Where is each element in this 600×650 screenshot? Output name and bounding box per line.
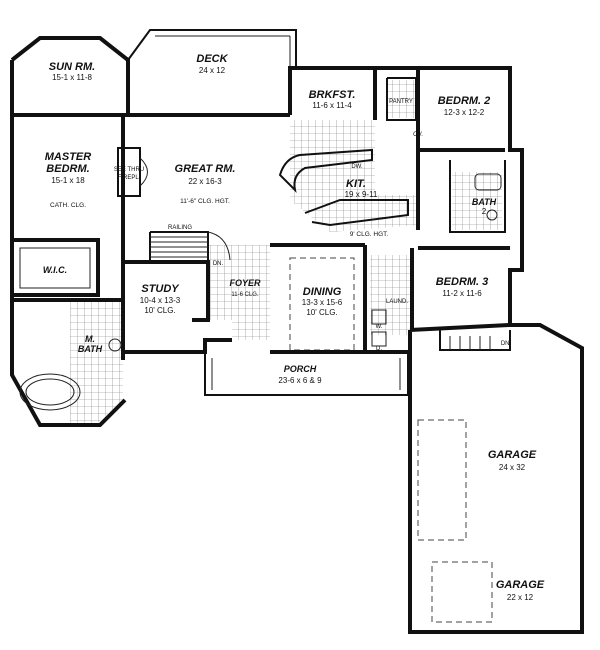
bath2-num: 2 (482, 207, 487, 216)
brkfst-dims: 11-6 x 11-4 (312, 101, 352, 110)
kitchen-island (278, 148, 373, 194)
bedrm2-dims: 12-3 x 12-2 (444, 108, 485, 117)
foyer-tile (208, 245, 270, 340)
brkfst-name: BRKFST. (309, 89, 356, 101)
garage-wall (408, 323, 584, 634)
sun-room-wall (10, 36, 130, 115)
garage-door-2 (431, 561, 493, 623)
walls (10, 29, 584, 634)
pantry-label: PANTRY (389, 99, 413, 105)
master-dims: 15-1 x 18 (51, 176, 85, 185)
kitchen-tile (290, 120, 418, 232)
fireplace-line2: FIREPL. (118, 175, 141, 181)
bedrm2-name: BEDRM. 2 (438, 95, 491, 107)
pantry-tile (387, 80, 415, 118)
garage1-name: GARAGE (488, 449, 537, 461)
fireplace (117, 147, 141, 197)
tiled-floors (70, 80, 502, 425)
great-room-dims: 22 x 16-3 (188, 177, 222, 186)
porch-name: PORCH (284, 364, 317, 374)
deck-outline (127, 29, 297, 68)
wic-name: W.I.C. (43, 265, 67, 275)
foyer-dn: DN. (213, 261, 224, 267)
kitchen-note: 9' CLG. HGT. (350, 231, 389, 238)
room-labels: SUN RM. 15-1 x 11-8 DECK 24 x 12 BRKFST.… (43, 53, 545, 602)
garage-door-1 (417, 419, 467, 541)
deck-name: DECK (196, 53, 228, 65)
master-name-2: BEDRM. (46, 163, 89, 175)
bedrm3-name: BEDRM. 3 (436, 276, 489, 288)
master-bath-tile (70, 300, 123, 425)
study-dims: 10-4 x 13-3 (140, 296, 181, 305)
ov-label: OV. (413, 132, 423, 138)
master-name-1: MASTER (45, 151, 92, 163)
garage2-name: GARAGE (496, 579, 545, 591)
m-bath-name-2: BATH (78, 344, 103, 354)
master-note: CATH. CLG. (50, 202, 86, 209)
porch-dims: 23-6 x 6 & 9 (278, 376, 322, 385)
foyer-name: FOYER (229, 278, 261, 288)
laund-name: LAUND. (386, 299, 408, 305)
deck-dims: 24 x 12 (199, 66, 226, 75)
bath2-name: BATH (472, 197, 497, 207)
sun-room-name: SUN RM. (49, 61, 95, 73)
m-bath-name-1: M. (85, 334, 95, 344)
study-note: 10' CLG. (144, 306, 175, 315)
fireplace-line1: SEE THRU (114, 167, 144, 173)
great-room-name: GREAT RM. (175, 163, 236, 175)
garage1-dims: 24 x 32 (499, 463, 526, 472)
foyer-note: 11-6 CLG. (231, 292, 259, 298)
dining-ceiling (289, 257, 355, 351)
bathtub (19, 373, 81, 411)
dining-name: DINING (303, 286, 342, 298)
great-room-note: 11'-6" CLG. HGT. (180, 198, 230, 205)
dw-label: DW. (351, 164, 363, 170)
sun-room-dims: 15-1 x 11-8 (52, 73, 92, 82)
kitchen-name: KIT. (346, 178, 366, 190)
study-name: STUDY (141, 283, 180, 295)
railing-label: RAILING (168, 225, 192, 231)
dining-dims: 13-3 x 15-6 (302, 298, 343, 307)
kitchen-dims: 19 x 9-11 (345, 190, 378, 199)
bedrm3-dims: 11-2 x 11-6 (442, 289, 482, 298)
garage2-dims: 22 x 12 (507, 593, 534, 602)
dining-note: 10' CLG. (306, 308, 337, 317)
dryer-label: D. (376, 346, 382, 352)
washer-label: W. (376, 324, 383, 330)
bath2-tile (452, 172, 502, 230)
garage-dn: DN. (501, 341, 512, 347)
laundry-tile (370, 255, 412, 335)
wic-wall (10, 238, 100, 297)
